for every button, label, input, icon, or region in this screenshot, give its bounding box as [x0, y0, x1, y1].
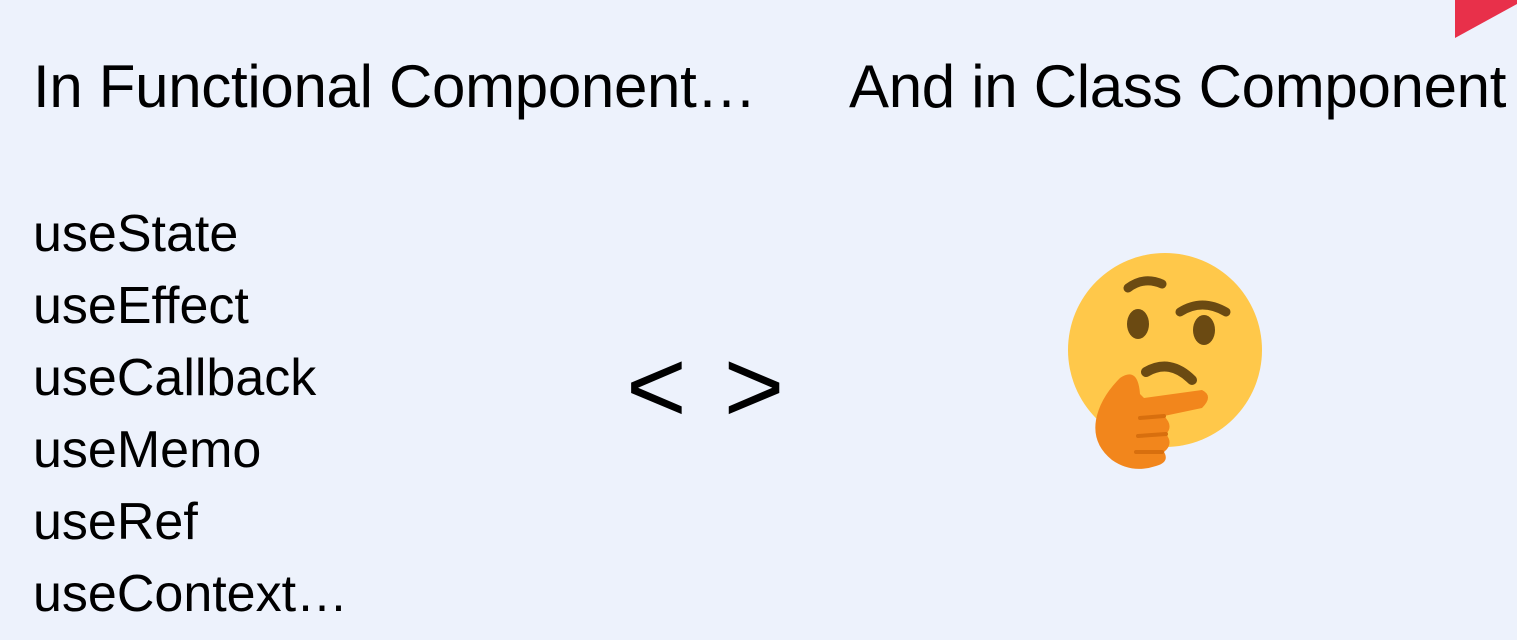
- hook-item: useRef: [33, 493, 198, 551]
- comparison-symbol: < >: [626, 329, 789, 445]
- thinking-face-icon: [1068, 253, 1262, 469]
- hook-item: useEffect: [33, 277, 249, 335]
- right-heading: And in Class Component: [849, 53, 1507, 120]
- hook-item: useState: [33, 205, 239, 263]
- hooks-list: useState useEffect useCallback useMemo u…: [33, 198, 348, 630]
- hook-item: useMemo: [33, 421, 262, 479]
- left-heading: In Functional Component…: [33, 53, 757, 120]
- hook-item: useCallback: [33, 349, 317, 407]
- hook-item: useContext…: [33, 565, 349, 623]
- corner-flag-icon: [1455, 0, 1517, 38]
